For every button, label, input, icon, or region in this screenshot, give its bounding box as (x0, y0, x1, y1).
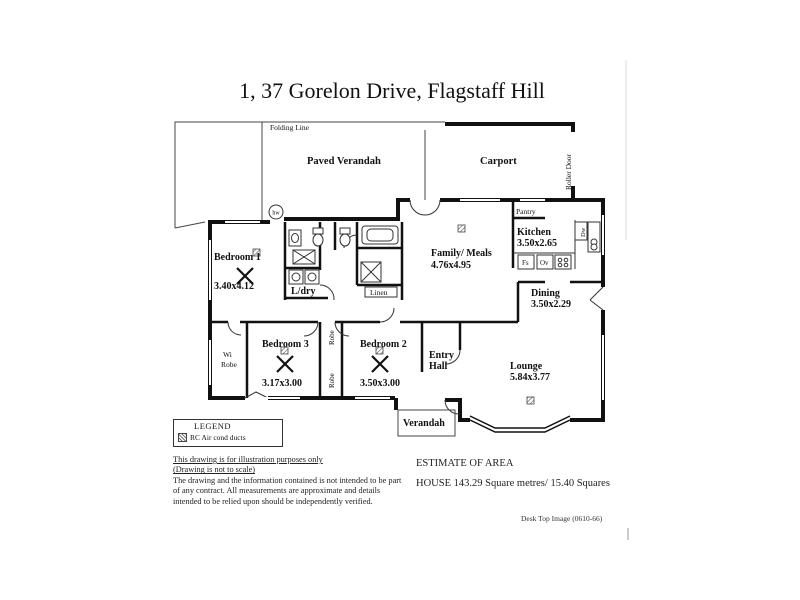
page-title: 1, 37 Gorelon Drive, Flagstaff Hill (239, 78, 545, 103)
bedroom1-size: 3.40x4.12 (214, 281, 254, 292)
legend-row: RC Air cond ducts (178, 433, 246, 442)
dining-size: 3.50x2.29 (531, 299, 571, 310)
laundry-label: L/dry (291, 286, 315, 297)
robe-label-lower: Robe (328, 373, 336, 388)
house-area: HOUSE 143.29 Square metres/ 15.40 Square… (416, 478, 610, 489)
paved-verandah-label: Paved Verandah (307, 156, 381, 167)
entry-verandah-box (397, 409, 456, 437)
air-cond-duct-icon (178, 433, 187, 442)
family-meals-label: Family/ Meals (431, 248, 492, 259)
dishwasher-label: Dw (580, 227, 587, 237)
wi-robe-label: Robe (221, 360, 238, 369)
pantry-label: Pantry (516, 207, 536, 216)
entry-label: Entry (429, 350, 454, 361)
roller-door-label: Roller Door (564, 153, 573, 190)
hall-label: Hall (429, 361, 448, 372)
bedroom2-label: Bedroom 2 (360, 339, 407, 350)
linen-label: Linen (370, 288, 388, 297)
folding-line-label: Folding Line (270, 123, 310, 132)
bedroom1-label: Bedroom 1 (214, 252, 261, 263)
legend-heading: LEGEND (194, 421, 231, 431)
bedroom2-size: 3.50x3.00 (360, 378, 400, 389)
fixtures (288, 220, 601, 298)
windows (209, 199, 604, 400)
oven-label: Ov (540, 259, 549, 267)
bedroom3-label: Bedroom 3 (262, 339, 309, 350)
disclaimer-line2: (Drawing is not to scale) (173, 465, 256, 475)
robe-label-upper: Robe (328, 330, 336, 345)
kitchen-label: Kitchen (517, 227, 551, 238)
hot-water-unit (268, 204, 284, 220)
family-meals-size: 4.76x4.95 (431, 260, 471, 271)
fridge-space-label: Fs (522, 259, 529, 267)
legend: LEGEND RC Air cond ducts (173, 419, 283, 447)
estimate-heading: ESTIMATE OF AREA (416, 458, 514, 469)
wi-label: Wi (223, 350, 232, 359)
doors (227, 199, 604, 415)
verandah-outline (174, 121, 445, 229)
disclaimer-line1: This drawing is for illustration purpose… (173, 455, 323, 464)
kitchen-size: 3.50x2.65 (517, 238, 557, 249)
disclaimer: This drawing is for illustration purpose… (173, 455, 408, 507)
legend-item-label: RC Air cond ducts (190, 433, 246, 442)
hw-label: hw (272, 211, 280, 217)
lounge-label: Lounge (510, 361, 543, 372)
carport-label: Carport (480, 156, 517, 167)
bay-window (469, 415, 571, 433)
internal-walls (210, 200, 603, 398)
dining-label: Dining (531, 288, 560, 299)
ceiling-fan-icon (236, 267, 389, 373)
lounge-size: 5.84x3.77 (510, 372, 550, 383)
disclaimer-body: The drawing and the information containe… (173, 475, 402, 506)
carport-wall (445, 122, 575, 200)
air-cond-duct-icon (252, 224, 535, 405)
image-reference: Desk Top Image (0610-66) (521, 514, 603, 523)
bedroom3-size: 3.17x3.00 (262, 378, 302, 389)
verandah-label: Verandah (403, 418, 445, 429)
